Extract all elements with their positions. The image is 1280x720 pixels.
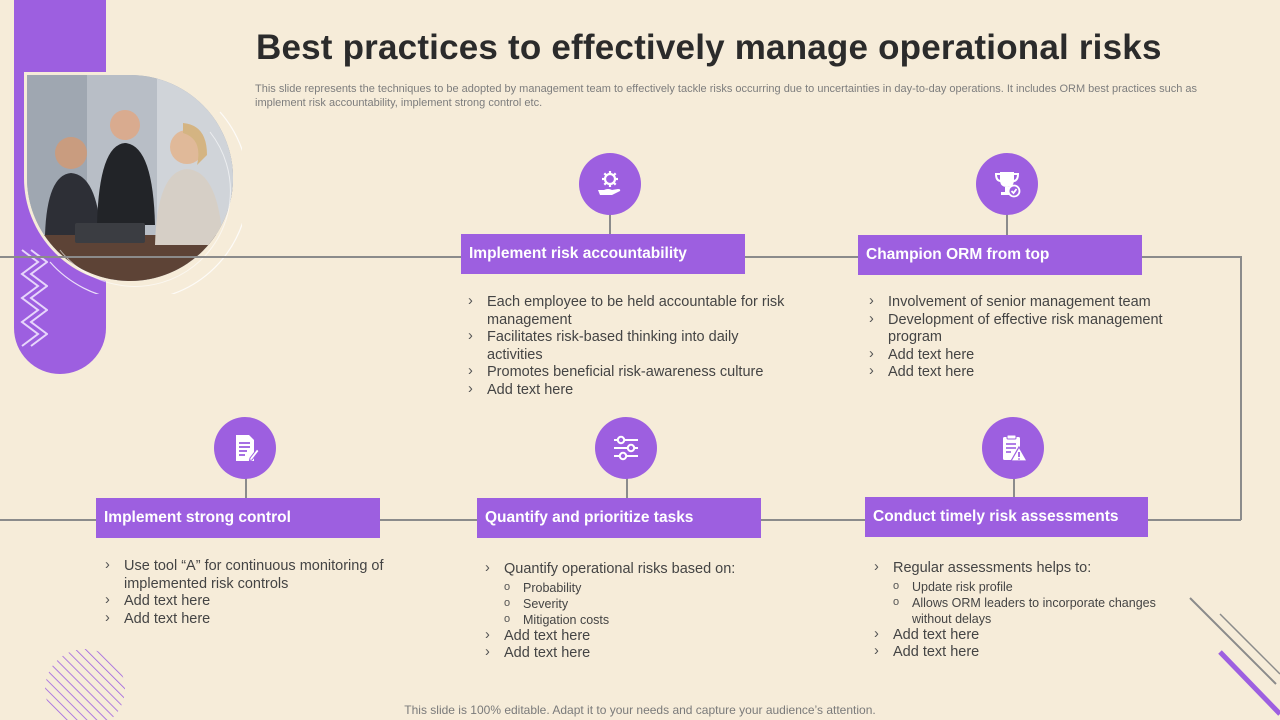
sub-list-item: Allows ORM leaders to incorporate change… — [893, 594, 1174, 627]
striped-circle-decoration — [45, 649, 125, 720]
zigzag-decoration — [20, 249, 48, 347]
list-item: Use tool “A” for continuous monitoring o… — [105, 557, 395, 593]
document-pen-icon — [214, 417, 276, 479]
connector-line — [0, 256, 462, 258]
strong-control-list: Use tool “A” for continuous monitoring o… — [105, 557, 395, 629]
sub-list: Update risk profile Allows ORM leaders t… — [893, 578, 1174, 627]
list-item: Facilitates risk-based thinking into dai… — [468, 328, 788, 364]
risk-accountability-list: Each employee to be held accountable for… — [468, 293, 788, 400]
quantify-tasks-list: Quantify operational risks based on: Pro… — [485, 560, 785, 663]
practice-box-strong-control: Implement strong control — [96, 498, 380, 538]
practice-box-champion-orm: Champion ORM from top — [858, 235, 1142, 275]
sub-list-item: Probability — [504, 579, 785, 596]
hand-gear-icon — [579, 153, 641, 215]
list-item: Development of effective risk management… — [869, 311, 1189, 347]
list-item: Add text here — [869, 346, 1189, 365]
list-item: Add text here — [874, 626, 1174, 645]
page-subtitle: This slide represents the techniques to … — [255, 83, 1198, 109]
footer-note: This slide is 100% editable. Adapt it to… — [404, 703, 876, 717]
connector-line — [744, 256, 858, 258]
connector-line — [1141, 256, 1241, 258]
list-item: Add text here — [874, 643, 1174, 662]
list-item: Regular assessments helps to: Update ris… — [874, 559, 1174, 627]
list-item: Involvement of senior management team — [869, 293, 1189, 312]
sub-list-item: Update risk profile — [893, 578, 1174, 595]
clipboard-warning-icon — [982, 417, 1044, 479]
sub-list-item: Severity — [504, 595, 785, 612]
list-item: Add text here — [468, 381, 788, 400]
sub-list: Probability Severity Mitigation costs — [504, 579, 785, 628]
connector-line — [760, 519, 865, 521]
list-item: Add text here — [105, 592, 395, 611]
list-item: Add text here — [485, 627, 785, 646]
team-photo — [24, 72, 236, 284]
page-title: Best practices to effectively manage ope… — [256, 28, 1162, 67]
connector-line — [0, 519, 96, 521]
icon-stem — [1013, 478, 1015, 497]
icon-stem — [1006, 214, 1008, 235]
list-item: Add text here — [105, 610, 395, 629]
list-item: Quantify operational risks based on: Pro… — [485, 560, 785, 628]
icon-stem — [609, 214, 611, 234]
practice-box-risk-assessments: Conduct timely risk assessments — [865, 497, 1148, 537]
diagonal-lines-decoration — [1189, 597, 1280, 716]
icon-stem — [245, 478, 247, 498]
photo-ring-decoration — [49, 111, 242, 294]
practice-box-risk-accountability: Implement risk accountability — [461, 234, 745, 274]
connector-line — [379, 519, 477, 521]
list-item: Promotes beneficial risk-awareness cultu… — [468, 363, 788, 382]
connector-line — [1147, 519, 1241, 521]
risk-assessments-list: Regular assessments helps to: Update ris… — [874, 559, 1174, 662]
list-item: Add text here — [869, 363, 1189, 382]
list-item: Each employee to be held accountable for… — [468, 293, 788, 329]
practice-box-quantify-tasks: Quantify and prioritize tasks — [477, 498, 761, 538]
icon-stem — [626, 478, 628, 498]
champion-orm-list: Involvement of senior management team De… — [869, 293, 1189, 382]
list-item-text: Regular assessments helps to: — [893, 560, 1092, 576]
list-item: Add text here — [485, 644, 785, 663]
list-item-text: Quantify operational risks based on: — [504, 561, 736, 577]
trophy-check-icon — [976, 153, 1038, 215]
connector-line — [1240, 256, 1242, 520]
sub-list-item: Mitigation costs — [504, 611, 785, 628]
sliders-icon — [595, 417, 657, 479]
